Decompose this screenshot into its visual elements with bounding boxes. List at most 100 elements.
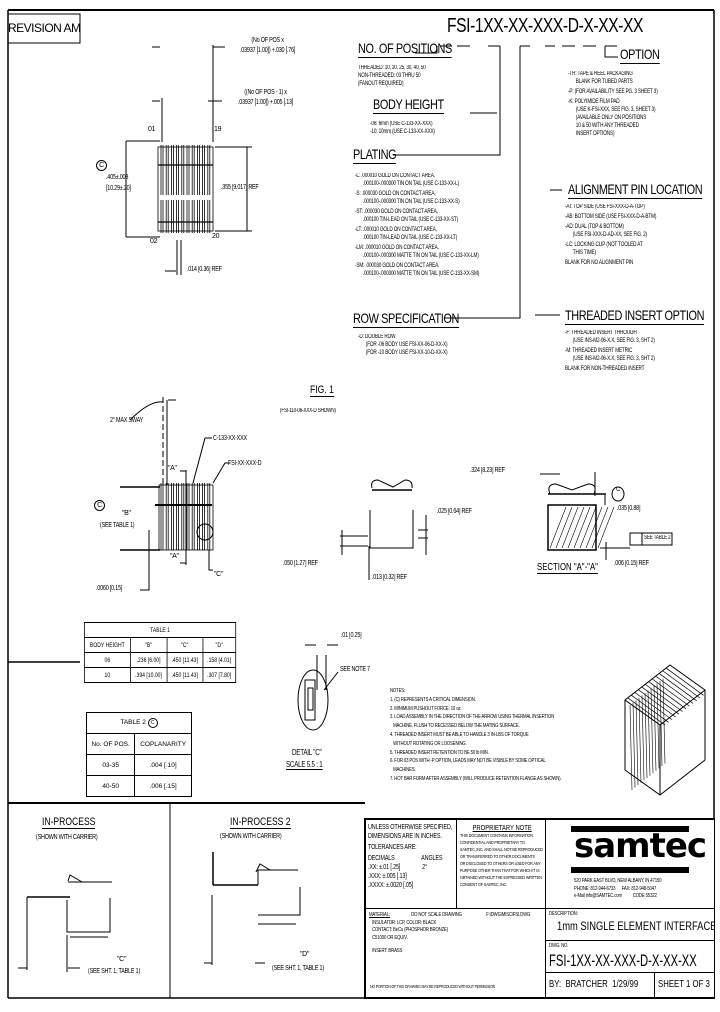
section-a-a [540, 472, 673, 560]
table-cell: 06 [84, 652, 131, 668]
iso-lead-line [656, 683, 660, 769]
list-item: -F: THREADED INSERT THROUGH(USE INS-M2-0… [565, 329, 655, 345]
list-item-line: -ST: .000030 GOLD ON CONTACT AREA, [355, 209, 438, 215]
list-item: -D: DOUBLE ROW(FOR -06 BODY USE FSI-XX-0… [358, 333, 448, 357]
in-process-2-label-d: "D" [300, 951, 310, 958]
text-line: OBTAINED WITHOUT THE EXPRESSED WRITTEN [460, 876, 542, 881]
text-line: PURPOSE OTHER THAN THAT FOR WHICH IT IS [460, 869, 540, 874]
text-line: 2. MINIMUM PUSHOUT FORCE: 10 oz. [390, 705, 462, 712]
dim-text: [10.29±.20] [106, 185, 131, 192]
iso-contact-line [652, 678, 690, 707]
list-item: -LT: .000010 GOLD ON CONTACT AREA,.00010… [355, 226, 479, 242]
list-item: -L: .000010 GOLD ON CONTACT AREA,.000100… [355, 172, 479, 188]
table-row: 03-35 .004 [.10] [85, 754, 192, 776]
description-label: DESCRIPTION: [549, 911, 578, 917]
table-cell: .307 [7.80] [202, 667, 237, 683]
table-header: "D" [202, 637, 237, 653]
company-address-block: 520 PARK EAST BLVD, NEW ALBANY, IN 47150… [574, 878, 699, 901]
detail-c-view [297, 644, 339, 731]
list-item: -SM: .000030 GOLD ON CONTACT AREA, .00010… [355, 262, 479, 278]
fig1-title: FIG. 1 [310, 384, 334, 397]
dim-height: .405±.008[10.29±.20] [106, 172, 131, 194]
pin-20-label: 20 [212, 233, 220, 240]
list-item: -K: POLYIMIDE FILM PAD (USE K-FSI-XXX, SE… [568, 98, 658, 138]
hatch-line [567, 506, 585, 549]
text-line: 1. (C) REPRESENTS A CRITICAL DIMENSION. [390, 696, 476, 703]
table-header: No. OF POS. [85, 733, 136, 755]
company-cell: samtec 520 PARK EAST BLVD, NEW ALBANY, I… [545, 819, 715, 909]
table-1: TABLE 1 BODY HEIGHT "B" "C" "D" 06 .236 … [83, 622, 237, 683]
dim-050: .050 [1.27] REF [283, 560, 318, 567]
list-item-line: .000100 TIN-LEAD ON TAIL (USE C-133-XX-S… [362, 217, 459, 223]
dim-text: (No OF POS x [251, 37, 284, 44]
decimal-tolerance: .XX: ±.01 [.25] [368, 864, 401, 871]
list-item: BLANK FOR NON-THREADED INSERT [565, 365, 655, 373]
plating-list: -L: .000010 GOLD ON CONTACT AREA, .000100… [355, 172, 479, 280]
list-item-line: -K: POLYIMIDE FILM PAD [568, 99, 620, 105]
fig1-connector [120, 397, 230, 591]
proprietary-title: PROPRIETARY NOTE [472, 823, 532, 832]
iso-lead-line [647, 690, 651, 776]
text-line: 3. LOAD ASSEMBLY IN THE DIRECTION OF THE… [390, 714, 555, 721]
list-item-line: (FOR -10 BODY USE FSI-XX-10-D-XX-X) [365, 350, 448, 356]
text-line: OR DISCLOSED TO OTHERS OR USED FOR ANY [460, 862, 541, 867]
iso-contact-line [655, 676, 694, 704]
iso-contact-line [662, 670, 701, 699]
text-line: C51000 OR EQUIV. [372, 934, 408, 941]
iso-lead-line [629, 704, 633, 791]
tolerance-notes: UNLESS OTHERWISE SPECIFIED, DIMENSIONS A… [368, 823, 455, 890]
text-line: THIS DOCUMENT CONTAINS INFORMATION [460, 834, 533, 839]
dim-0060: .0060 [0.15] [96, 585, 123, 592]
hatch-line [555, 506, 573, 549]
table-row: 06 .236 [6.00] .450 [11.43] .158 [4.01] [84, 652, 237, 668]
side-view-connector [340, 479, 428, 580]
table-cell: .236 [6.00] [129, 652, 168, 668]
description-value: 1mm SINGLE ELEMENT INTERFACE [557, 918, 715, 933]
list-item-line: -SM: .000030 GOLD ON CONTACT AREA, [355, 263, 440, 269]
list-item-line: (USE K-FSI-XXX, SEE FIG. 3, SHEET 3) [575, 107, 656, 113]
dim-pitch-total: (No OF POS x.03937 [1.00]) +.030 [.76] [240, 36, 295, 56]
text-line: INSULATOR: LCP, COLOR: BLACK [372, 919, 437, 926]
angle-tolerance: 2° [422, 864, 427, 871]
tolerance-line: UNLESS OTHERWISE SPECIFIED, [368, 824, 452, 831]
company-address: 520 PARK EAST BLVD, NEW ALBANY, IN 47150 [574, 878, 662, 884]
notes-title: NOTES: [390, 688, 406, 694]
list-item: -AB: BOTTOM SIDE (USE FSI-XXX-D-A-BTM) [565, 213, 656, 221]
iso-contact-line [638, 689, 676, 718]
text-line: WITHOUT ROTATING OR LOOSENING. [390, 740, 467, 747]
dim-006: .006 [0.15] REF [614, 560, 649, 567]
list-item-line: -LT: .000010 GOLD ON CONTACT AREA, [355, 227, 437, 233]
decimal-tolerance: .XXX: ±.005 [.13] [368, 873, 407, 880]
part-number-title: FSI-1XX-XX-XXX-D-X-XX-XX [447, 15, 644, 37]
title-block: UNLESS OTHERWISE SPECIFIED, DIMENSIONS A… [364, 818, 715, 999]
hatch-line [591, 506, 609, 549]
dim-ref: .355 [9.017] REF [221, 184, 259, 191]
table-header: COPLANARITY [134, 733, 192, 755]
text-line: INSERT: BRASS [372, 947, 403, 954]
text-line: 5. THREADED INSERT RETENTION TO BE 50 lb… [390, 749, 489, 756]
section-a-label-bottom: "A" [170, 553, 179, 560]
table-cell: .006 [.15] [134, 775, 192, 797]
pin-19-label: 19 [214, 126, 222, 133]
option-title: OPTION [620, 46, 660, 64]
alignment-pin-list: -AT: TOP SIDE (USE FSI-XXX-D-A-TOP)-AB: … [565, 203, 656, 269]
list-item: -M: THREADED INSERT METRIC(USE INS-M2-06… [565, 347, 655, 363]
list-item-line: BLANK FOR NON-THREADED INSERT [565, 366, 645, 372]
list-item-line: -S: .000030 GOLD ON CONTACT AREA, [355, 191, 436, 197]
table-row: 10 .394 [10.00] .450 [11.43] .307 [7.80] [84, 667, 237, 683]
alignment-pin-title: ALIGNMENT PIN LOCATION [568, 181, 703, 199]
in-process-subtitle: (SHOWN WITH CARRIER) [36, 834, 98, 841]
iso-lead-line [653, 685, 657, 771]
text-line: NON-THREADED: 03 THRU 50 [358, 73, 421, 79]
table-header: "B" [129, 637, 168, 653]
description-cell: DESCRIPTION: 1mm SINGLE ELEMENT INTERFAC… [545, 908, 715, 941]
list-item-line: .000100-.000300 MATTE TIN ON TAIL (USE C… [362, 271, 480, 277]
drawn-by: BY: BRATCHER 1/29/99 [549, 979, 639, 990]
list-item-line: -L: .000010 GOLD ON CONTACT AREA, [355, 173, 435, 179]
dim-pitch-minus: ((No OF POS - 1) x.03937 [1.00]) +.005 [… [238, 88, 293, 108]
critical-dimension-icon: C [94, 500, 105, 511]
label-b: "B" [122, 510, 131, 517]
list-item-line: INSERT OPTIONS) [575, 131, 615, 137]
list-item-line: (USE INS-M2-06-X.X, SEE FIG. 3, SHT 2) [572, 338, 655, 344]
